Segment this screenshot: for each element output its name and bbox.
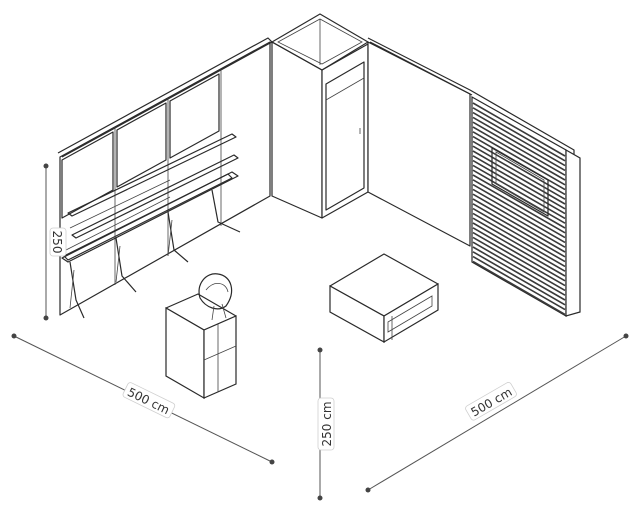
coffee-table	[329, 253, 439, 344]
slat	[472, 231, 566, 287]
dim-front-height: 250 cm	[317, 347, 335, 501]
slat	[472, 227, 566, 282]
slat	[472, 159, 566, 215]
dim-right-width: 500 cm	[365, 333, 629, 493]
dim-label-front-height: 250 cm	[320, 401, 334, 446]
long-desk	[63, 173, 241, 319]
slat	[472, 126, 566, 181]
slat	[472, 150, 566, 205]
slat	[472, 102, 566, 157]
slat	[472, 193, 566, 248]
slat	[472, 111, 566, 167]
slat	[472, 169, 566, 224]
slat	[472, 241, 566, 296]
slat	[472, 198, 566, 253]
storage-room	[271, 13, 369, 219]
slat	[472, 212, 566, 268]
slat	[472, 203, 566, 258]
slat	[472, 183, 566, 239]
reception-counter	[165, 293, 237, 400]
slatted-wall	[471, 95, 581, 318]
slat	[472, 155, 566, 210]
slat	[472, 145, 566, 200]
slat	[472, 222, 566, 277]
dim-wall-height: 250	[43, 163, 67, 321]
slat	[472, 255, 566, 311]
slat	[472, 207, 566, 263]
slat	[472, 246, 566, 301]
slat	[472, 116, 566, 172]
slat	[472, 251, 566, 306]
left-wall	[57, 37, 273, 316]
slat	[472, 131, 566, 186]
slat	[472, 179, 566, 234]
chair	[198, 273, 233, 321]
slat	[472, 236, 566, 292]
slat	[472, 121, 566, 176]
slat	[472, 174, 566, 229]
slat	[472, 217, 566, 272]
slats	[472, 102, 566, 316]
slat	[472, 107, 566, 162]
slat	[472, 260, 566, 316]
slat	[472, 140, 566, 196]
wall-panels	[61, 73, 220, 219]
slat	[472, 188, 566, 244]
dim-label-wall-height: 250	[50, 231, 64, 254]
slat	[472, 164, 566, 220]
